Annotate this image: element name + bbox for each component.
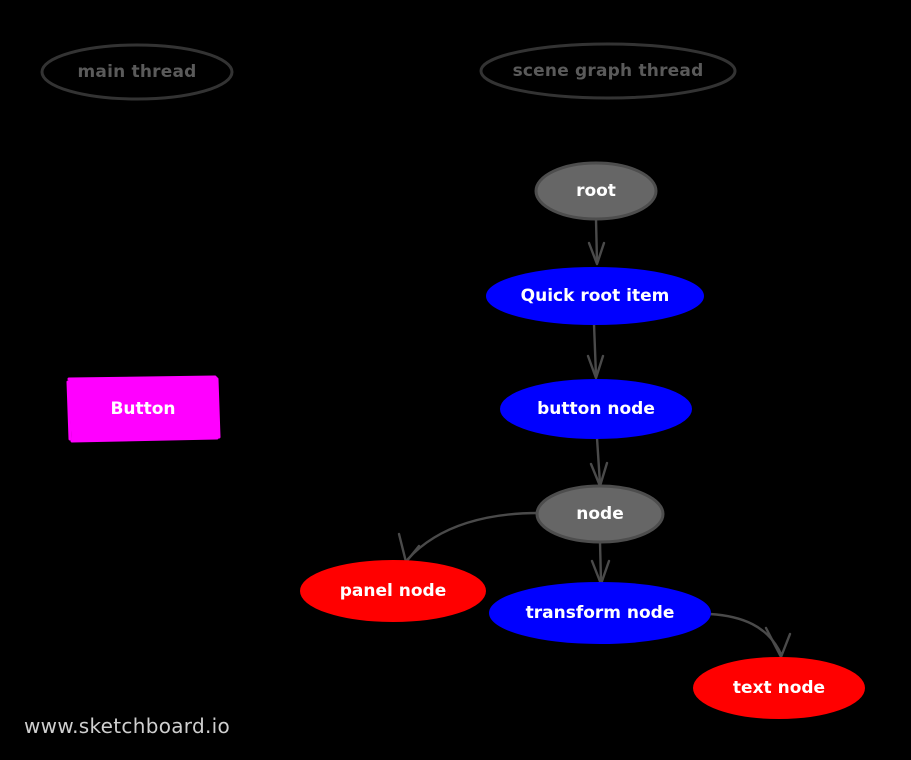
- edge-root-to-quick-root-item[interactable]: [587, 217, 606, 266]
- edge-node-to-transform-node[interactable]: [590, 540, 611, 586]
- node-shape-root[interactable]: [534, 161, 658, 221]
- node-shape-node[interactable]: [535, 484, 665, 544]
- edge-quick-root-item-to-button-node[interactable]: [586, 322, 605, 380]
- edge-button-node-to-node[interactable]: [589, 436, 609, 488]
- node-shape-button-node[interactable]: [500, 379, 692, 439]
- button-sketch-outline: [66, 375, 221, 443]
- node-shape-panel-node[interactable]: [300, 560, 486, 622]
- group-ellipse-scene-graph-thread[interactable]: [479, 42, 737, 100]
- watermark-sketchboard: www.sketchboard.io: [24, 714, 231, 738]
- node-shape-button[interactable]: [68, 376, 220, 442]
- node-shape-text-node[interactable]: [693, 657, 865, 719]
- node-shape-transform-node[interactable]: [489, 582, 711, 644]
- group-ellipse-main-thread[interactable]: [40, 43, 234, 101]
- node-shape-quick-root-item[interactable]: [486, 267, 704, 325]
- edge-node-to-panel-node[interactable]: [397, 511, 540, 564]
- edge-transform-node-to-text-node[interactable]: [708, 612, 792, 659]
